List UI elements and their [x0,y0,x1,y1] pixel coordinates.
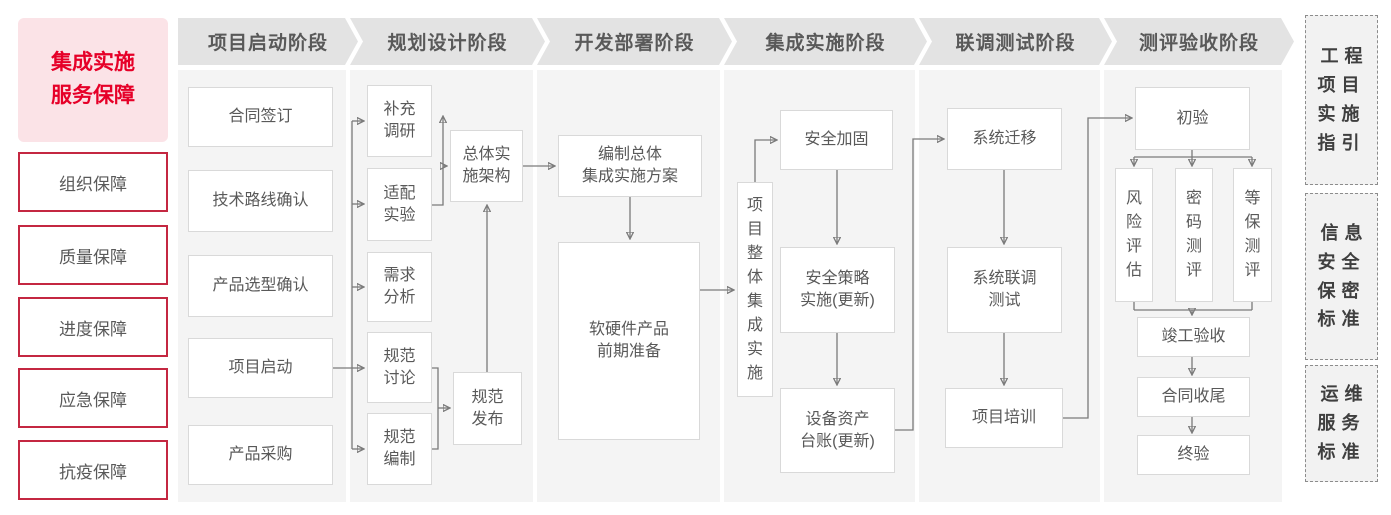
box-overall-integration-label: 项目整体集成实施 [746,196,763,382]
guarantee-schedule: 进度保障 [18,297,168,357]
box-crypto-evaluation-label: 密码测评 [1185,190,1202,279]
box-overall-impl-architecture: 总体实 施架构 [450,130,523,202]
box-hw-sw-preparation: 软硬件产品 前期准备 [558,242,700,440]
standard-operation-maintenance: 运维 服务 标准 [1305,365,1378,482]
phase-header-deployment: 开发部署阶段 [537,18,732,65]
box-joint-debug-test: 系统联调 测试 [947,247,1062,333]
left-rail-title: 集成实施 服务保障 [18,18,168,142]
box-tech-route-confirm: 技术路线确认 [188,170,333,232]
box-spec-discussion: 规范 讨论 [367,332,432,403]
box-project-training: 项目培训 [945,388,1063,448]
phase-header-planning: 规划设计阶段 [350,18,545,65]
box-security-hardening: 安全加固 [780,110,893,170]
box-risk-assessment-label: 风险评估 [1125,190,1142,279]
guarantee-emergency: 应急保障 [18,368,168,428]
guarantee-epidemic: 抗疫保障 [18,440,168,500]
box-spec-release: 规范 发布 [453,372,522,445]
phase-header-acceptance: 测评验收阶段 [1104,18,1294,65]
box-contract-signing: 合同签订 [188,87,333,147]
box-contract-closure: 合同收尾 [1137,377,1250,417]
box-crypto-evaluation: 密码测评 [1175,168,1213,302]
guarantee-organization: 组织保障 [18,152,168,212]
box-asset-ledger: 设备资产 台账(更新) [780,388,895,473]
box-risk-assessment: 风险评估 [1115,168,1153,302]
box-mlps-evaluation: 等保测评 [1233,168,1272,302]
box-adaptation-test: 适配 实验 [367,168,432,241]
box-project-kickoff: 项目启动 [188,338,333,398]
guarantee-quality: 质量保障 [18,225,168,285]
box-initial-acceptance: 初验 [1135,87,1250,150]
box-overall-integration: 项目整体集成实施 [737,182,773,397]
box-product-procurement: 产品采购 [188,425,333,485]
box-product-selection-confirm: 产品选型确认 [188,255,333,317]
standard-information-security: 信息 安全 保密 标准 [1305,193,1378,360]
box-supplementary-research: 补充 调研 [367,85,432,157]
phase-header-joint-test: 联调测试阶段 [919,18,1112,65]
box-security-policy: 安全策略 实施(更新) [780,247,895,333]
box-mlps-evaluation-label: 等保测评 [1244,190,1261,279]
phase-header-integration: 集成实施阶段 [724,18,927,65]
box-spec-compilation: 规范 编制 [367,413,432,485]
box-final-acceptance: 终验 [1137,435,1250,475]
box-system-migration: 系统迁移 [947,108,1062,170]
box-completion-acceptance: 竣工验收 [1137,317,1250,357]
box-overall-plan: 编制总体 集成实施方案 [558,135,702,197]
phase-header-kickoff: 项目启动阶段 [178,18,358,65]
box-requirement-analysis: 需求 分析 [367,252,432,322]
standard-project-implementation-guide: 工程 项目 实施 指引 [1305,15,1378,185]
